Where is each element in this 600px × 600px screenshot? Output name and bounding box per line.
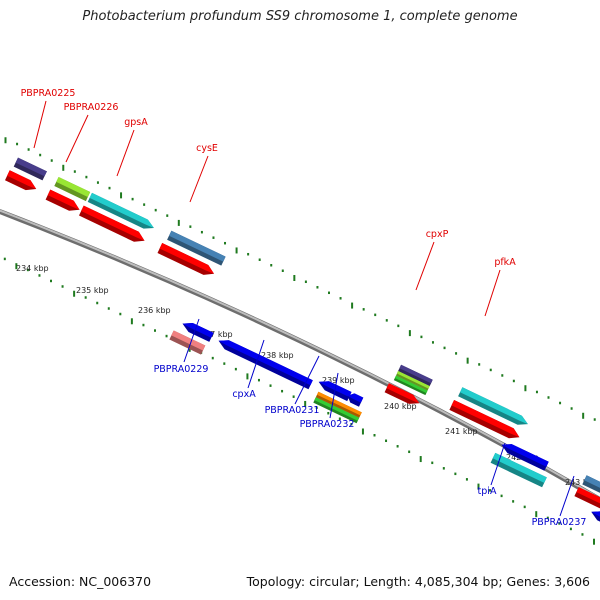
gene-label-PBPRA0226-leader [65,114,89,163]
cds-feature-cpxP [384,383,420,404]
gene-label-PBPRA0225-leader [33,100,47,149]
gene-label-cysE: cysE [196,143,218,154]
forward-tick-row [4,137,596,421]
cds-feature-PBPRA0225 [5,170,37,191]
gene-feature-cysE [167,230,226,266]
gene-label-tpiA-leader [490,442,506,486]
gene-label-tpiA: tpiA [478,486,497,497]
gene-feature-cpxP-a [398,364,433,387]
gene-label-PBPRA0237: PBPRA0237 [532,517,587,528]
scale-label: 235 kbp [76,286,109,295]
gene-feature-PBPRA0232-b [313,397,360,424]
gene-label-PBPRA0232-leader [329,372,339,419]
map-title: Photobacterium profundum SS9 chromosome … [82,9,518,24]
accession-text: Accession: NC_006370 [9,574,152,589]
gene-label-cpxP-leader [415,241,435,291]
gene-label-cpxA: cpxA [232,389,256,400]
gene-feature-edge [582,475,600,493]
gene-label-pfkA-leader [484,269,501,317]
gene-feature-PBPRA0225 [13,157,47,181]
cds-feature-pfkA [449,400,520,439]
scale-label: 241 kbp [445,427,478,436]
scale-label: 238 kbp [261,351,294,360]
gene-feature-cpxP-c [393,375,428,396]
cds-feature-PBPRA0229 [169,330,206,355]
gene-feature-PBPRA0232-a [315,391,362,418]
gene-feature-gpsA [87,192,154,229]
cds-feature-PBPRA0226 [45,189,80,211]
gene-label-gpsA: gpsA [124,117,148,128]
scale-label: 236 kbp [138,306,171,315]
gene-label-PBPRA0231: PBPRA0231 [265,405,320,416]
scale-label: 243 kbp [565,478,598,487]
gene-feature-PBPRA0226 [54,177,91,202]
gene-feature-PBPRA0237 [591,511,600,522]
cds-feature-edge [574,487,600,509]
cds-feature-tpiA [490,452,547,488]
gene-label-PBPRA0237-leader [559,475,575,517]
gene-label-PBPRA0229: PBPRA0229 [154,364,209,375]
scale-label: 239 kbp [322,376,355,385]
gene-feature-tpiA [501,444,549,471]
gene-feature-pfkA [458,387,528,425]
gene-label-gpsA-leader [116,129,135,177]
gene-label-cpxP: cpxP [426,229,449,240]
gene-feature-cpxP-b [396,371,430,391]
topology-text: Topology: circular; Length: 4,085,304 bp… [246,574,590,589]
scale-label: 240 kbp [384,402,417,411]
gene-label-PBPRA0231-leader [294,355,320,405]
scale-label: 234 kbp [16,264,49,273]
gene-label-pfkA: pfkA [494,257,516,268]
gene-label-cpxA-leader [247,339,265,389]
gene-feature-cpxA [218,340,313,390]
gene-feature-PBPRA0229 [182,323,214,342]
cds-feature-gpsA [79,205,145,242]
cds-feature-cysE [157,243,214,275]
gene-label-cysE-leader [189,155,209,203]
gene-label-PBPRA0229-leader [183,318,200,363]
scale-label: 237 kbp [200,330,233,339]
gene-label-PBPRA0226: PBPRA0226 [64,102,119,113]
gene-feature-PBPRA0231b [347,393,364,407]
reverse-tick-row [3,257,596,545]
gene-label-PBPRA0232: PBPRA0232 [300,419,355,430]
gene-label-PBPRA0225: PBPRA0225 [21,88,76,99]
